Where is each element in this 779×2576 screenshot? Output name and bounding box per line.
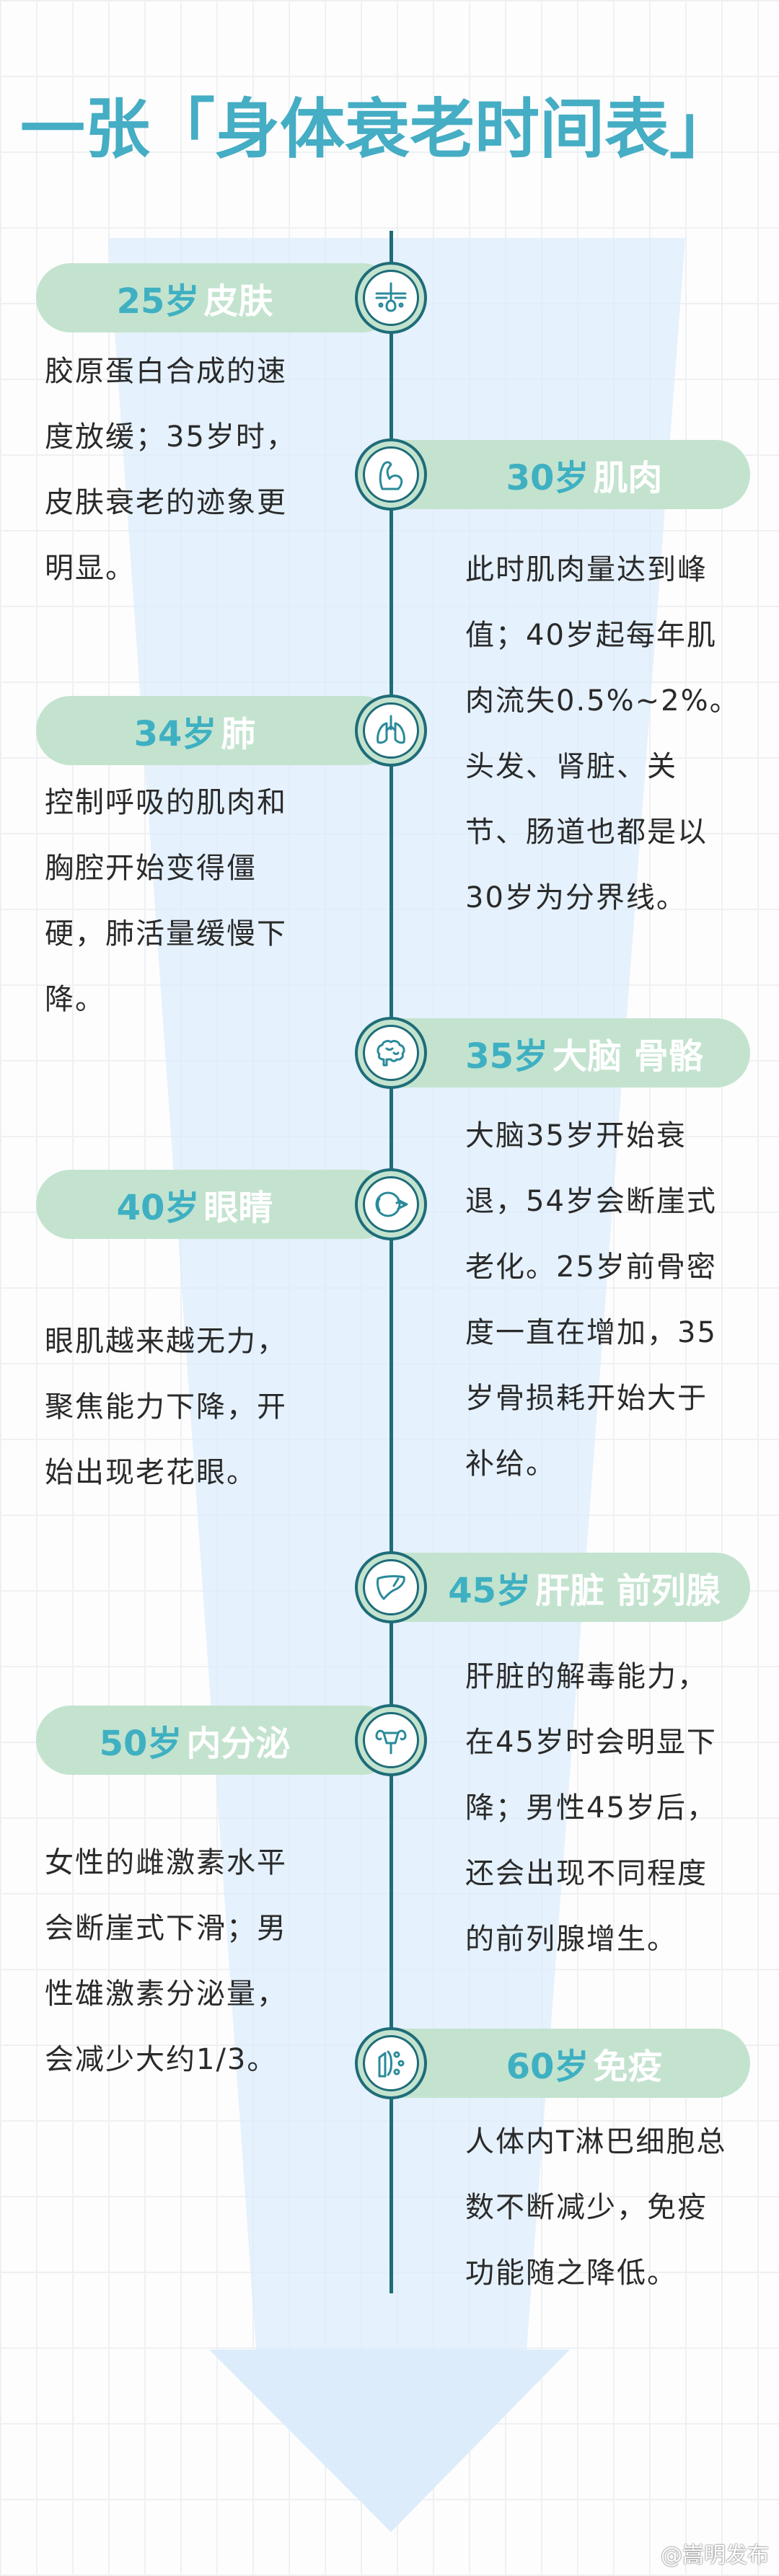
age-label: 40岁 — [116, 1188, 200, 1228]
text-line: 岁骨损耗开始大于 — [465, 1382, 708, 1415]
text-line: 降；男性45岁后， — [465, 1791, 717, 1825]
watermark: @嵩明发布 — [661, 2543, 769, 2568]
stage-label-40-eye: 40岁眼睛 — [36, 1170, 397, 1239]
text-line: 胸腔开始变得僵 — [45, 852, 257, 885]
text-line: 聚焦能力下降，开 — [45, 1390, 287, 1424]
text-line: 胶原蛋白合成的速 — [45, 355, 287, 388]
text-line: 皮肤衰老的迹象更 — [45, 486, 287, 519]
text-line: 控制呼吸的肌肉和 — [45, 786, 287, 819]
age-label: 34岁 — [133, 714, 217, 754]
text-line: 头发、肾脏、关 — [465, 750, 677, 783]
description-35-brain-bone: 大脑35岁开始衰 退，54岁会断崖式 老化。25岁前骨密 度一直在增加，35 岁… — [465, 1103, 754, 1497]
arrow-head — [209, 2350, 570, 2532]
text-line: 会减少大约1/3。 — [45, 2043, 278, 2076]
organ-label: 肝脏 前列腺 — [535, 1571, 721, 1611]
page-title: 一张「身体衰老时间表」 — [20, 92, 734, 167]
description-34-lung: 控制呼吸的肌肉和 胸腔开始变得僵 硬，肺活量缓慢下 降。 — [45, 770, 348, 1033]
text-line: 度放缓；35岁时， — [45, 420, 296, 454]
eye-icon — [355, 1168, 427, 1240]
description-50-endocrine: 女性的雌激素水平 会断崖式下滑；男 性雄激素分泌量， 会减少大约1/3。 — [45, 1830, 348, 2093]
text-line: 30岁为分界线。 — [465, 881, 687, 914]
timeline-line — [390, 231, 393, 2293]
text-line: 眼肌越来越无力， — [45, 1325, 287, 1358]
text-line: 的前列腺增生。 — [465, 1923, 677, 1956]
text-line: 老化。25岁前骨密 — [465, 1250, 717, 1284]
text-line: 明显。 — [45, 552, 136, 585]
description-25-skin: 胶原蛋白合成的速 度放缓；35岁时， 皮肤衰老的迹象更 明显。 — [45, 339, 348, 601]
text-line: 性雄激素分泌量， — [45, 1977, 287, 2011]
stage-label-25-skin: 25岁皮肤 — [36, 263, 397, 332]
organ-label: 内分泌 — [186, 1724, 291, 1764]
text-line: 女性的雌激素水平 — [45, 1846, 287, 1879]
age-label: 35岁 — [465, 1036, 549, 1077]
organ-label: 肺 — [221, 714, 256, 754]
text-line: 度一直在增加，35 — [465, 1316, 717, 1349]
text-line: 退，54岁会断崖式 — [465, 1185, 717, 1218]
stage-label-34-lung: 34岁肺 — [36, 696, 397, 765]
skin-hair-follicle-icon — [355, 262, 427, 334]
text-line: 此时肌肉量达到峰 — [465, 553, 708, 586]
age-label: 25岁 — [116, 281, 200, 322]
lungs-icon — [355, 694, 427, 767]
description-45-liver-prostate: 肝脏的解毒能力， 在45岁时会明显下 降；男性45岁后， 还会出现不同程度 的前… — [465, 1644, 754, 1972]
organ-label: 肌肉 — [593, 458, 663, 498]
liver-icon — [355, 1551, 427, 1623]
age-label: 50岁 — [99, 1724, 182, 1764]
text-line: 始出现老花眼。 — [45, 1456, 257, 1489]
text-line: 硬，肺活量缓慢下 — [45, 917, 287, 950]
text-line: 在45岁时会明显下 — [465, 1726, 717, 1759]
text-line: 肉流失0.5%~2%。 — [465, 684, 740, 718]
uterus-icon — [355, 1704, 427, 1776]
description-40-eye: 眼肌越来越无力， 聚焦能力下降，开 始出现老花眼。 — [45, 1309, 348, 1506]
text-line: 值；40岁起每年肌 — [465, 619, 717, 652]
text-line: 降。 — [45, 983, 105, 1016]
description-60-immunity: 人体内T淋巴细胞总 数不断减少，免疫 功能随之降低。 — [465, 2109, 754, 2306]
age-label: 30岁 — [506, 458, 589, 498]
text-line: 功能随之降低。 — [465, 2257, 677, 2290]
stage-label-50-endocrine: 50岁内分泌 — [36, 1706, 397, 1775]
organ-label: 皮肤 — [203, 281, 273, 322]
organ-label: 大脑 骨骼 — [553, 1036, 703, 1077]
description-30-muscle: 此时肌肉量达到峰 值；40岁起每年肌 肉流失0.5%~2%。 头发、肾脏、关 节… — [465, 537, 754, 931]
text-line: 会断崖式下滑；男 — [45, 1912, 287, 1945]
organ-label: 免疫 — [593, 2047, 663, 2087]
text-line: 肝脏的解毒能力， — [465, 1660, 708, 1693]
age-label: 45岁 — [448, 1571, 532, 1611]
organ-label: 眼睛 — [203, 1188, 273, 1228]
text-line: 还会出现不同程度 — [465, 1857, 708, 1890]
immune-cells-icon — [355, 2027, 427, 2099]
arrow-shaft — [108, 238, 685, 2350]
text-line: 数不断减少，免疫 — [465, 2191, 708, 2224]
age-label: 60岁 — [506, 2047, 589, 2087]
brain-icon — [355, 1017, 427, 1089]
text-line: 人体内T淋巴细胞总 — [465, 2125, 727, 2158]
text-line: 大脑35岁开始衰 — [465, 1119, 687, 1152]
text-line: 节、肠道也都是以 — [465, 816, 708, 849]
text-line: 补给。 — [465, 1447, 556, 1481]
flexed-arm-icon — [355, 438, 427, 511]
